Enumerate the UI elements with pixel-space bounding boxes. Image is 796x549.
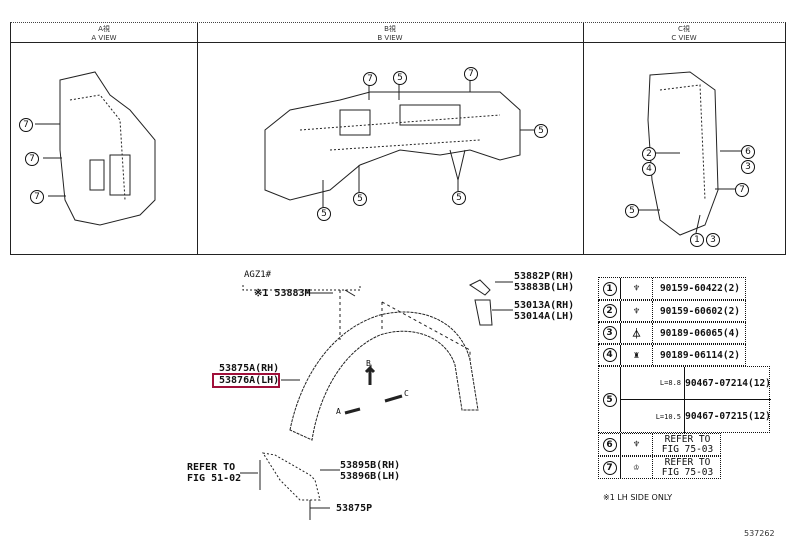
fastener-row-2[interactable]: 2 ♆ 90159-60602(2) — [598, 300, 746, 322]
view-c-title-en: C VIEW — [671, 34, 697, 42]
callout-5: 5 — [625, 204, 639, 218]
model-group-label: AGZ1# — [244, 270, 272, 280]
clip-dimension-short: L=8.8 — [621, 367, 685, 400]
callout-3: 3 — [741, 160, 755, 174]
view-b-header: B視 B VIEW — [197, 23, 583, 43]
highlighted-part-box — [212, 373, 280, 388]
view-a-header: A視 A VIEW — [11, 23, 197, 43]
view-a-panel: A視 A VIEW — [11, 23, 198, 254]
callout-5: 5 — [602, 392, 617, 407]
callout-7: 7 — [464, 67, 478, 81]
fender-liner-drawing — [240, 279, 513, 520]
callout-2: 2 — [602, 304, 617, 318]
clip-icon: ⏃ — [621, 323, 653, 343]
view-b-panel: B視 B VIEW — [197, 23, 584, 254]
part-53875p[interactable]: 53875P — [336, 503, 373, 514]
arrow-c-label: C — [404, 389, 409, 398]
part-53883b[interactable]: 53883B(LH) — [514, 282, 575, 293]
view-b-title-en: B VIEW — [377, 34, 403, 42]
part-53895b[interactable]: 53895B(RH) — [340, 460, 401, 471]
refer-to-label: REFER TO — [187, 462, 236, 473]
callout-7: 7 — [363, 72, 377, 86]
callout-5: 5 — [317, 207, 331, 221]
bolt-icon: ♆ — [621, 301, 653, 321]
callout-1: 1 — [602, 281, 617, 296]
callout-5: 5 — [393, 71, 407, 85]
callout-6: 6 — [602, 437, 617, 452]
fastener-row-4[interactable]: 4 ♜ 90189-06114(2) — [598, 344, 746, 366]
callout-4: 4 — [602, 348, 617, 362]
fastener-part-number: 90467-07214(12) — [685, 367, 771, 400]
part-53883m[interactable]: ※1 53883M — [254, 288, 311, 299]
callout-7: 7 — [25, 152, 39, 166]
view-a-drawing — [35, 71, 156, 226]
arrow-a-label: A — [336, 407, 341, 416]
fastener-row-1[interactable]: 1 ♆ 90159-60422(2) — [598, 277, 746, 300]
part-53013a[interactable]: 53013A(RH) — [514, 300, 575, 311]
callout-3: 3 — [602, 326, 617, 340]
figure-id: 537262 — [744, 529, 775, 538]
view-c-panel: C視 C VIEW — [583, 23, 785, 254]
fastener-part-number: 90189-06114(2) — [659, 349, 741, 361]
refer-fig-link[interactable]: FIG 51-02 — [187, 473, 242, 484]
bolt-icon: ♆ — [621, 434, 653, 455]
bolt-icon: ♆ — [621, 278, 653, 299]
part-53876a[interactable]: 53876A(LH) — [219, 375, 280, 386]
view-c-title-jp: C視 — [678, 25, 690, 33]
view-b-title-jp: B視 — [384, 25, 396, 33]
fastener-part-number: 90159-60602(2) — [659, 305, 741, 317]
part-53014a[interactable]: 53014A(LH) — [514, 311, 575, 322]
part-53896b[interactable]: 53896B(LH) — [340, 471, 401, 482]
callout-5: 5 — [534, 124, 548, 138]
callout-7: 7 — [602, 460, 617, 475]
part-53875a[interactable]: 53875A(RH) — [219, 363, 280, 374]
lh-side-note: ※1 LH SIDE ONLY — [603, 493, 673, 502]
clip-dimension-long: L=10.5 — [621, 400, 685, 433]
callout-7: 7 — [30, 190, 44, 204]
callout-6: 6 — [741, 145, 755, 159]
fastener-part-number: 90189-06065(4) — [659, 327, 741, 339]
fastener-part-number: 90467-07215(12) — [685, 411, 771, 422]
arrow-b-label: B — [366, 359, 371, 368]
view-a-title-jp: A視 — [98, 25, 110, 33]
view-a-title-en: A VIEW — [91, 34, 117, 42]
fastener-part-number: 90159-60422(2) — [659, 283, 741, 294]
views-table: A視 A VIEW B視 B VIEW C視 C VIEW — [10, 22, 786, 255]
callout-3: 3 — [706, 233, 720, 247]
callout-5: 5 — [452, 191, 466, 205]
callout-7: 7 — [19, 118, 33, 132]
part-53882p[interactable]: 53882P(RH) — [514, 271, 575, 282]
fastener-row-3[interactable]: 3 ⏃ 90189-06065(4) — [598, 322, 746, 344]
view-b-drawing — [264, 79, 534, 207]
fastener-row-5[interactable]: 5 L=8.8 90467-07214(12) L=10.5 90467-072… — [598, 366, 771, 433]
view-c-header: C視 C VIEW — [583, 23, 785, 43]
callout-7: 7 — [735, 183, 749, 197]
callout-1: 1 — [690, 233, 704, 247]
grommet-icon: ♜ — [621, 345, 653, 365]
callout-2: 2 — [642, 147, 656, 161]
callout-5: 5 — [353, 192, 367, 206]
clip-icon: ♔ — [621, 457, 653, 478]
callout-4: 4 — [642, 162, 656, 176]
